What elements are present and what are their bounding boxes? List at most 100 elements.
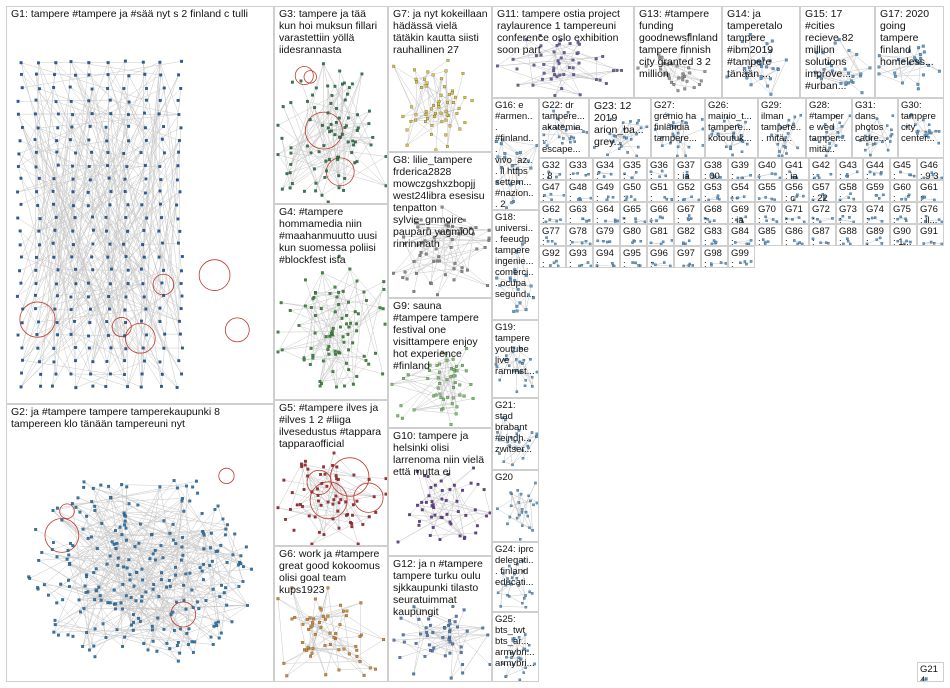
- edge: [70, 86, 161, 205]
- node: [158, 306, 162, 310]
- node: [453, 620, 457, 624]
- node: [115, 628, 119, 632]
- group-network-g40: [757, 172, 781, 179]
- node: [356, 126, 360, 130]
- node: [886, 148, 890, 152]
- node: [178, 319, 181, 323]
- node: [36, 126, 40, 130]
- edge: [497, 35, 541, 67]
- edge: [829, 135, 844, 144]
- node: [311, 297, 315, 301]
- edge: [21, 74, 73, 128]
- node: [61, 598, 65, 602]
- edge: [342, 291, 351, 324]
- node: [143, 111, 146, 115]
- node: [125, 566, 129, 570]
- node: [878, 236, 882, 240]
- edge: [532, 84, 581, 96]
- node: [74, 267, 77, 271]
- node: [618, 147, 621, 151]
- node: [625, 195, 629, 199]
- edge: [417, 226, 488, 286]
- edge: [106, 321, 178, 388]
- node: [921, 44, 925, 48]
- group-label: G33: #tam... kaup... ja...: [569, 160, 587, 180]
- group-cell-g25: G25: bts_twt bts_ar... armybri... armybr…: [492, 612, 539, 682]
- node: [328, 130, 332, 134]
- node: [598, 78, 602, 82]
- node: [126, 282, 130, 285]
- node: [518, 513, 521, 517]
- node: [921, 678, 925, 681]
- node: [453, 381, 457, 385]
- edge: [283, 648, 314, 664]
- node: [470, 99, 474, 103]
- edge: [298, 325, 345, 343]
- node: [595, 78, 598, 81]
- edge: [359, 602, 362, 662]
- edge: [73, 244, 162, 387]
- group-label: G51: kam... muk...: [650, 182, 668, 202]
- node: [346, 92, 349, 96]
- node: [384, 155, 387, 158]
- node: [335, 156, 339, 160]
- highlight-ring: [44, 518, 80, 553]
- edge: [166, 570, 203, 588]
- edge: [424, 475, 434, 505]
- node: [811, 216, 815, 220]
- node: [439, 231, 442, 235]
- group-cell-g7: G7: ja nyt kokeillaan hädässä vielä tätä…: [388, 6, 492, 152]
- node: [521, 524, 524, 527]
- node: [636, 66, 640, 70]
- node: [174, 565, 177, 569]
- node: [16, 112, 20, 116]
- node: [901, 81, 904, 85]
- node: [559, 56, 563, 60]
- group-network-g93: [578, 261, 592, 267]
- group-cell-g49: G49: tutus... pirka...: [593, 180, 620, 202]
- edge: [867, 144, 871, 156]
- edge: [650, 171, 666, 177]
- group-cell-g92: G92: the...: [539, 246, 566, 268]
- group-label: G89: kim...: [866, 226, 884, 246]
- node: [202, 533, 206, 537]
- node: [573, 140, 577, 143]
- node: [132, 584, 136, 588]
- node: [118, 525, 122, 529]
- group-label: G18: universi... feeudp tampere ingenie.…: [495, 212, 537, 300]
- node: [313, 515, 317, 519]
- node: [176, 164, 180, 168]
- node: [518, 440, 521, 444]
- group-network-g80: [631, 239, 643, 244]
- edge: [17, 296, 72, 375]
- edge: [321, 363, 347, 384]
- node: [527, 293, 530, 297]
- node: [502, 572, 505, 575]
- group-label: G80: [623, 226, 641, 237]
- node: [839, 81, 843, 85]
- node: [320, 123, 324, 127]
- edge: [453, 248, 477, 269]
- edge: [36, 191, 147, 310]
- node: [161, 556, 165, 560]
- node: [841, 215, 845, 218]
- edge: [840, 67, 871, 84]
- node: [151, 552, 155, 556]
- node: [524, 605, 528, 609]
- node: [222, 591, 226, 595]
- node: [355, 322, 359, 326]
- node: [328, 643, 332, 646]
- node: [658, 56, 662, 60]
- edge: [335, 311, 349, 335]
- node: [524, 379, 527, 382]
- node: [897, 58, 901, 61]
- edge: [52, 543, 71, 550]
- edge: [448, 625, 463, 674]
- node: [509, 183, 513, 187]
- node: [95, 547, 99, 551]
- node: [528, 526, 531, 529]
- node: [783, 138, 786, 142]
- node: [800, 242, 804, 245]
- node: [515, 67, 519, 71]
